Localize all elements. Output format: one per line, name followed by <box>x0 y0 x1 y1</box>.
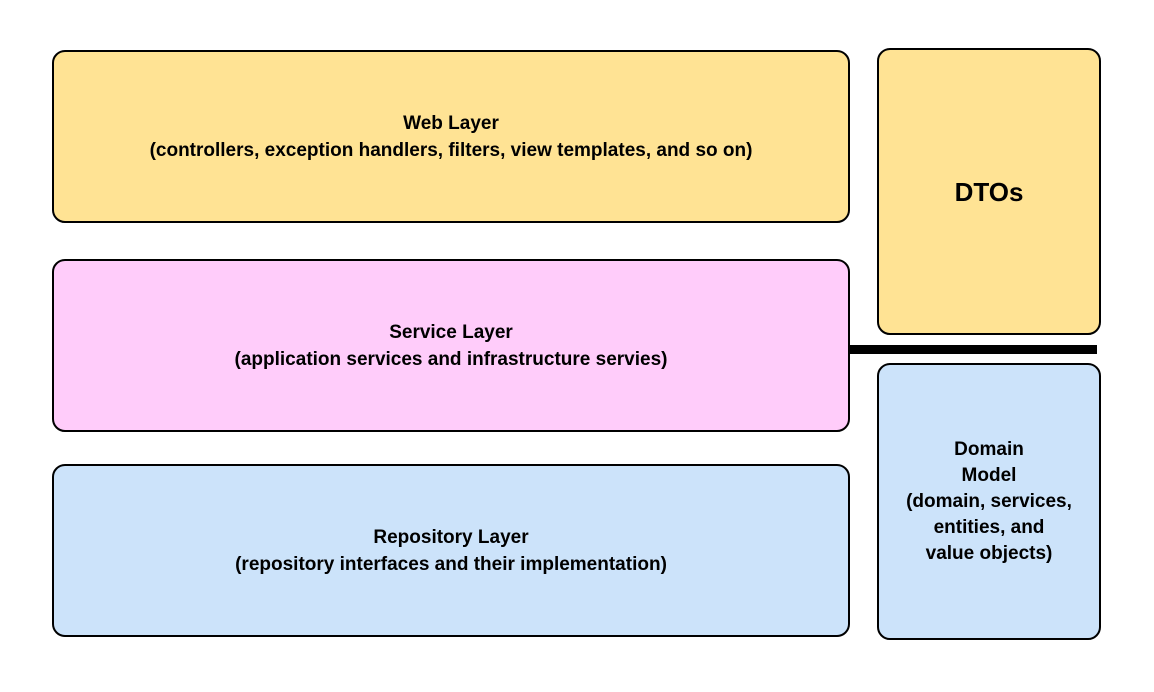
dtos-title: DTOs <box>954 176 1024 207</box>
web-layer-subtitle: (controllers, exception handlers, filter… <box>149 139 753 161</box>
domain-model-box: Domain Model (domain, services, entities… <box>877 363 1101 640</box>
web-layer-title: Web Layer <box>403 112 499 134</box>
domain-model-line: Domain <box>954 438 1024 460</box>
repository-layer-subtitle: (repository interfaces and their impleme… <box>235 553 667 575</box>
service-layer-title: Service Layer <box>389 321 513 343</box>
service-layer-subtitle: (application services and infrastructure… <box>234 348 668 370</box>
dtos-box: DTOs <box>877 48 1101 335</box>
domain-model-line: value objects) <box>925 542 1053 564</box>
domain-model-line: Model <box>961 464 1017 486</box>
service-layer-box: Service Layer (application services and … <box>52 259 850 432</box>
web-layer-box: Web Layer (controllers, exception handle… <box>52 50 850 223</box>
domain-model-line: entities, and <box>933 516 1045 538</box>
dto-domain-divider-bar <box>849 345 1097 354</box>
domain-model-line: (domain, services, <box>906 490 1072 512</box>
repository-layer-box: Repository Layer (repository interfaces … <box>52 464 850 637</box>
repository-layer-title: Repository Layer <box>373 526 529 548</box>
